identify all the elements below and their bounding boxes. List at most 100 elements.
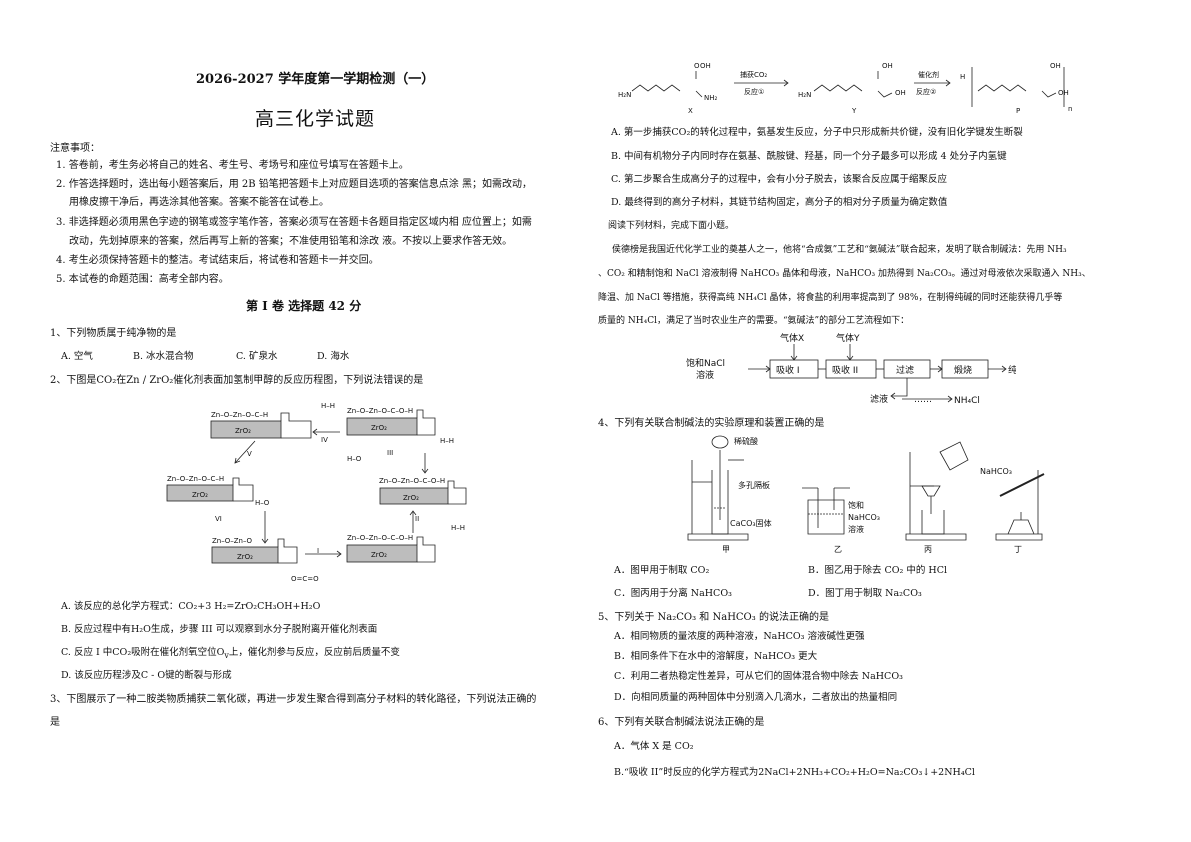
catalyst-slab bbox=[379, 487, 449, 505]
adsorbate-chain: Zn–O–Zn–O bbox=[212, 537, 252, 545]
label-acid: 稀硫酸 bbox=[734, 436, 758, 446]
adsorbate-chain: Zn–O–Zn–O–C–H bbox=[167, 475, 224, 483]
molecule-p bbox=[977, 84, 1027, 92]
group-label: OH bbox=[882, 62, 893, 70]
label-jia: 甲 bbox=[722, 545, 730, 554]
gas-y-label: 气体Y bbox=[836, 332, 860, 344]
exam-year-title: 2026-2027 学年度第一学期检测（一） bbox=[196, 72, 435, 87]
surface-label: ZrO₂ bbox=[371, 424, 387, 432]
notice-item: 4. 考生必须保持答题卡的整洁。考试结束后，将试卷和答题卡一并交回。 bbox=[56, 255, 379, 266]
hydrogen-molecule: H–H bbox=[321, 402, 335, 410]
arrow-label-top: 催化剂 bbox=[918, 70, 939, 79]
ellipsis-label: …… bbox=[914, 395, 932, 405]
apparatus-figure: 稀硫酸 多孔隔板 CaCO₃固体 饱和 NaHCO₃ 溶液 NaHCO₃ 甲 乙… bbox=[687, 435, 1045, 554]
q1-option-c: C. 矿泉水 bbox=[236, 351, 278, 362]
step-label-iv: IV bbox=[321, 436, 328, 444]
q5-option-c: C．利用二者热稳定性差异，可从它们的固体混合物中除去 NaHCO₃ bbox=[614, 671, 903, 682]
group-label: NH₂ bbox=[704, 94, 718, 102]
alcohol-lamp bbox=[1007, 519, 1035, 535]
step-label-i: I bbox=[317, 547, 319, 555]
arrow-label-bottom: 反应② bbox=[916, 87, 936, 96]
question-2-stem: 2、下图是CO₂在Zn / ZrO₂催化剂表面加氢制甲醇的反应历程图，下列说法错… bbox=[50, 375, 424, 386]
feed-label: 溶液 bbox=[696, 369, 714, 381]
catalyst-slab bbox=[346, 417, 418, 436]
reading-line: 降温、加 NaCl 等措施，获得高纯 NH₄Cl 晶体，将食盐的利用率提高到了 … bbox=[598, 293, 1063, 303]
adsorbate-chain: Zn–O–Zn–O–C–O–H bbox=[347, 407, 413, 415]
catalyst-slab bbox=[346, 544, 418, 563]
wash-bottle bbox=[807, 499, 845, 535]
notice-heading: 注意事项： bbox=[50, 143, 100, 154]
q4-option-d: D．图丁用于制取 Na₂CO₃ bbox=[808, 588, 922, 599]
surface-label: ZrO₂ bbox=[371, 551, 387, 559]
group-label: H bbox=[960, 73, 965, 81]
hydrogen-molecule: H–H bbox=[451, 524, 465, 532]
q5-option-d: D．向相同质量的两种固体中分别滴入几滴水，二者放出的热量相同 bbox=[614, 692, 898, 703]
reaction-mechanism-diagram: ZrO₂ ZrO₂ ZrO₂ ZrO₂ ZrO₂ ZrO₂ Zn–O–Zn–O–… bbox=[166, 402, 467, 583]
group-label: OH bbox=[700, 62, 711, 70]
polymer-scheme: H₂N OH O NH₂ H₂N OH OH H OH OH n 捕获CO₂ 反… bbox=[618, 62, 1072, 115]
process-flowchart: 饱和NaCl 溶液 气体X 气体Y 吸收 I 吸收 II 过滤 煅烧 纯碱 滤液… bbox=[686, 332, 1016, 406]
compound-label: P bbox=[1016, 107, 1020, 115]
question-6-stem: 6、下列有关联合制碱法说法正确的是 bbox=[598, 717, 765, 728]
q4-option-b: B．图乙用于除去 CO₂ 中的 HCl bbox=[808, 565, 947, 576]
group-label: O bbox=[694, 62, 700, 70]
question-1-stem: 1、下列物质属于纯净物的是 bbox=[50, 328, 177, 339]
catalyst-slab bbox=[210, 420, 282, 439]
acid-funnel bbox=[711, 435, 729, 449]
notice-item: 3. 非选择题必须用黑色字迹的钢笔或签字笔作答，答案必须写在答题卡各题目指定区域… bbox=[56, 217, 532, 228]
filter-funnel bbox=[921, 485, 941, 497]
label-bing: 丙 bbox=[924, 545, 932, 554]
label-plate: 多孔隔板 bbox=[738, 480, 770, 490]
notice-item: 1. 答卷前，考生务必将自己的姓名、考生号、考场号和座位号填写在答题卡上。 bbox=[56, 160, 409, 171]
group-label: OH bbox=[895, 89, 906, 97]
nh4cl-label: NH₄Cl bbox=[954, 396, 980, 406]
reading-line: 、CO₂ 和精制饱和 NaCl 溶液制得 NaHCO₃ 晶体和母液，NaHCO₃… bbox=[598, 269, 1091, 279]
pour-beaker bbox=[939, 441, 969, 471]
label-yi: 乙 bbox=[834, 545, 842, 554]
molecule-x bbox=[631, 84, 681, 92]
q4-option-c: C．图丙用于分离 NaHCO₃ bbox=[614, 588, 732, 599]
box-label: 煅烧 bbox=[954, 364, 972, 376]
q6-option-b: B.“吸收 II”时反应的化学方程式为2NaCl+2NH₃+CO₂+H₂O=Na… bbox=[614, 767, 975, 778]
q1-option-a: A. 空气 bbox=[61, 351, 93, 362]
q6-option-a: A．气体 X 是 CO₂ bbox=[614, 741, 694, 752]
notice-item: 5. 本试卷的命题范围：高考全部内容。 bbox=[56, 274, 229, 285]
arrow-label-top: 捕获CO₂ bbox=[740, 70, 767, 79]
q1-option-d: D. 海水 bbox=[317, 351, 350, 362]
feed-label: 饱和NaCl bbox=[686, 357, 725, 369]
q3-option-b: B. 中间有机物分子内同时存在氨基、酰胺键、羟基，同一个分子最多可以形成 4 处… bbox=[611, 151, 1007, 162]
label-saturated: 饱和 bbox=[848, 500, 864, 510]
q2-option-b: B. 反应过程中有H₂O生成，步骤 III 可以观察到水分子脱附离开催化剂表面 bbox=[61, 624, 378, 635]
catalyst-slab bbox=[211, 546, 279, 564]
co2-molecule: O=C=O bbox=[291, 575, 319, 583]
q3-option-c: C. 第二步聚合生成高分子的过程中，会有小分子脱去，该聚合反应属于缩聚反应 bbox=[611, 174, 947, 185]
reading-line: 侯德榜是我国近代化学工业的奠基人之一，他将“合成氨”工艺和“氨碱法”联合起来，发… bbox=[612, 245, 1067, 255]
q1-option-b: B. 冰水混合物 bbox=[133, 351, 194, 362]
step-label-v: V bbox=[247, 450, 252, 458]
surface-label: ZrO₂ bbox=[235, 427, 251, 435]
q2-option-a: A. 该反应的总化学方程式：CO₂+3 H₂=ZrO₂CH₃OH+H₂O bbox=[61, 601, 321, 612]
q2-option-c: C. 反应 I 中CO₂吸附在催化剂氧空位Ov上，催化剂参与反应，反应前后质量不… bbox=[61, 644, 400, 660]
q5-option-b: B．相同条件下在水中的溶解度，NaHCO₃ 更大 bbox=[614, 651, 818, 662]
step-label-iii: III bbox=[387, 449, 393, 457]
notice-item: 2. 作答选择题时，选出每小题答案后，用 2B 铅笔把答题卡上对应题目选项的答案… bbox=[56, 179, 532, 190]
adsorbate-chain: Zn–O–Zn–O–C–H bbox=[211, 411, 268, 419]
hydrogen-molecule: H–H bbox=[440, 437, 454, 445]
group-label: OH bbox=[1050, 62, 1061, 70]
group-label: H₂N bbox=[798, 91, 811, 99]
beaker bbox=[921, 510, 945, 535]
notice-item: 用橡皮擦干净后，再选涂其他答案。答案不能答在试卷上。 bbox=[69, 197, 329, 208]
q5-option-a: A．相同物质的量浓度的两种溶液，NaHCO₃ 溶液碱性更强 bbox=[614, 631, 865, 642]
compound-label: Y bbox=[851, 107, 857, 115]
surface-label: ZrO₂ bbox=[403, 494, 419, 502]
arrow-label-bottom: 反应① bbox=[744, 87, 764, 96]
catalyst-slab bbox=[166, 484, 234, 502]
surface-label: ZrO₂ bbox=[192, 491, 208, 499]
q3-option-d: D. 最终得到的高分子材料，其链节结构固定，高分子的相对分子质量为确定数值 bbox=[611, 197, 948, 208]
label-ding: 丁 bbox=[1014, 545, 1022, 554]
filtrate-label: 滤液 bbox=[870, 393, 888, 405]
exam-subject-title: 高三化学试题 bbox=[255, 108, 376, 130]
adsorbate-chain: Zn–O–Zn–O–C–O–H bbox=[347, 534, 413, 542]
label-solid: CaCO₃固体 bbox=[730, 518, 772, 528]
test-tube bbox=[999, 473, 1045, 497]
